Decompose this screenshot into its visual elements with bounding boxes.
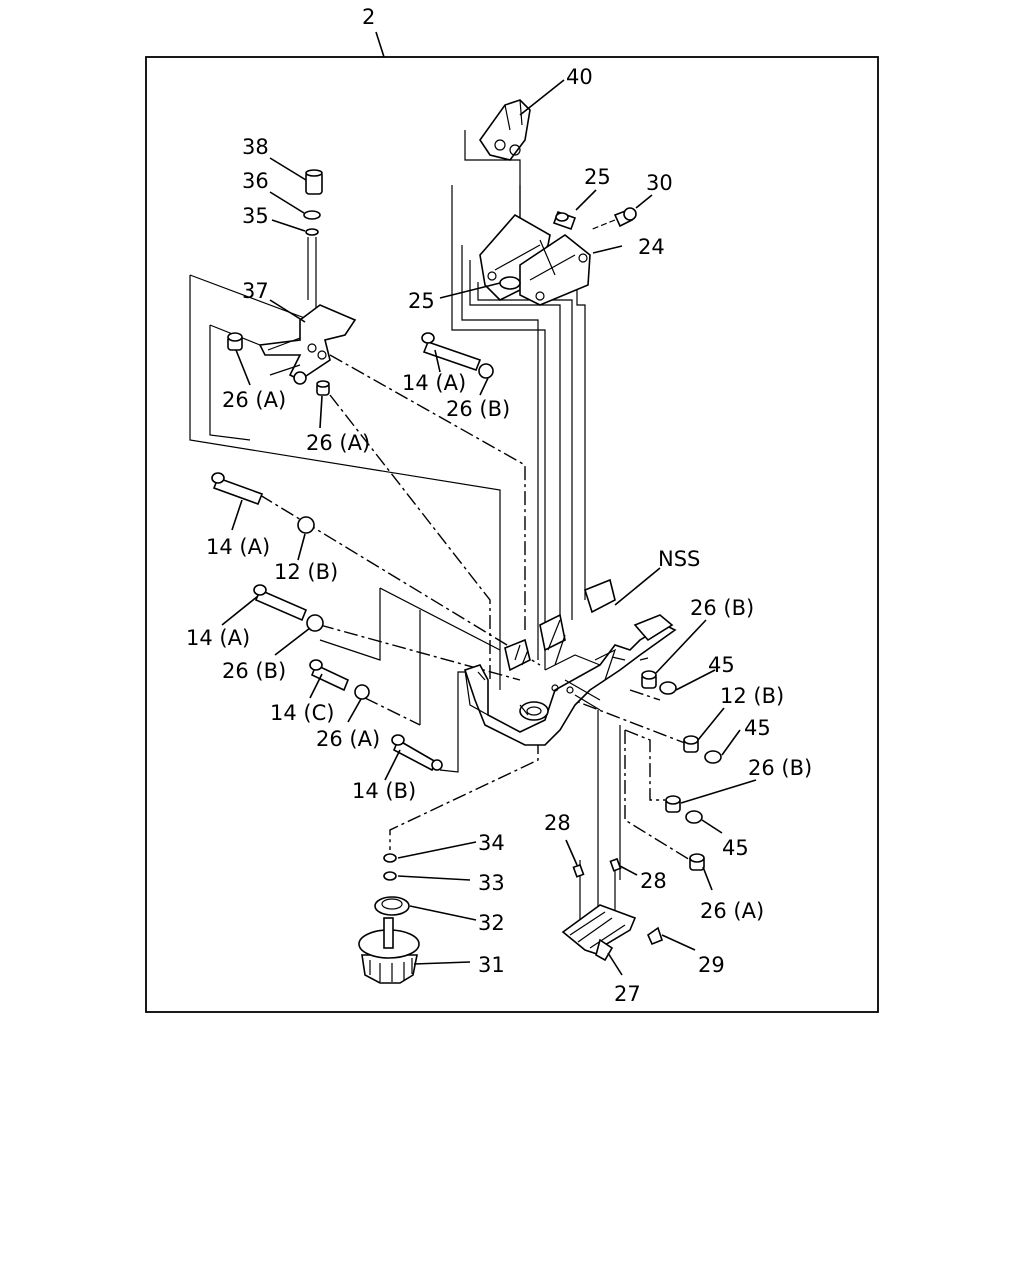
callout-26a3: 26 (A) xyxy=(316,727,380,751)
seal-32 xyxy=(374,896,410,916)
callout-26a4: 26 (A) xyxy=(700,899,764,923)
washer-34 xyxy=(383,853,397,863)
callout-31: 31 xyxy=(478,953,505,977)
callout-nss: NSS xyxy=(658,547,700,571)
callout-36: 36 xyxy=(242,169,269,193)
callout-25b: 25 xyxy=(408,289,435,313)
assembly-lines xyxy=(189,130,691,930)
knob-31 xyxy=(358,917,420,984)
bracket-37 xyxy=(258,304,357,385)
leader-lines xyxy=(221,79,757,976)
callout-27: 27 xyxy=(614,982,641,1006)
callout-14a2: 14 (A) xyxy=(206,535,270,559)
callout-40: 40 xyxy=(566,65,593,89)
callout-14b: 14 (B) xyxy=(352,779,416,803)
washer-35 xyxy=(305,228,319,236)
bolt-30 xyxy=(589,207,637,231)
callout-14a1: 14 (A) xyxy=(402,371,466,395)
callout-26b1: 26 (B) xyxy=(446,397,510,421)
callout-26a2: 26 (A) xyxy=(306,431,370,455)
callout-28a: 28 xyxy=(544,811,571,835)
callout-26b4: 26 (B) xyxy=(748,756,812,780)
callout-26b3: 26 (B) xyxy=(222,659,286,683)
main-frame-nss xyxy=(463,578,677,746)
bushing-26a-1 xyxy=(227,332,243,351)
pin-14c xyxy=(309,659,370,700)
spring-28a xyxy=(572,863,585,878)
pin-14b xyxy=(391,734,443,772)
pin-14a-2 xyxy=(211,472,315,534)
bushing-12b-2 xyxy=(683,735,699,753)
callout-24: 24 xyxy=(638,235,665,259)
bushing-38 xyxy=(305,169,323,195)
latch-27 xyxy=(561,904,637,962)
clip-29 xyxy=(647,926,663,946)
pin-14a-1 xyxy=(421,332,494,379)
callout-30: 30 xyxy=(646,171,673,195)
callout-labels: 2 40 38 36 35 25 30 24 25 37 14 (A) 26 (… xyxy=(186,5,812,1006)
callout-38: 38 xyxy=(242,135,269,159)
callout-28b: 28 xyxy=(640,869,667,893)
washer-45-1 xyxy=(659,681,677,695)
callout-34: 34 xyxy=(478,831,505,855)
washer-45-2 xyxy=(704,750,722,764)
callout-2: 2 xyxy=(362,5,375,29)
callout-45c: 45 xyxy=(722,836,749,860)
callout-12b2: 12 (B) xyxy=(720,684,784,708)
hinge-24 xyxy=(479,213,591,306)
spring-28b xyxy=(609,857,622,872)
pin-25 xyxy=(552,210,577,231)
callout-35: 35 xyxy=(242,204,269,228)
callout-33: 33 xyxy=(478,871,505,895)
callout-45b: 45 xyxy=(744,716,771,740)
bracket-40 xyxy=(479,99,531,161)
callout-45a: 45 xyxy=(708,653,735,677)
washer-33 xyxy=(383,871,397,881)
callout-25a: 25 xyxy=(584,165,611,189)
bushing-26a-4 xyxy=(689,853,705,871)
pin-14a-3 xyxy=(253,584,324,632)
callout-14c: 14 (C) xyxy=(270,701,334,725)
callout-26a1: 26 (A) xyxy=(222,388,286,412)
bushing-26b-2 xyxy=(641,670,657,689)
callout-29: 29 xyxy=(698,953,725,977)
bushing-26a-2 xyxy=(316,380,330,396)
ring-36 xyxy=(303,210,321,220)
callout-37: 37 xyxy=(242,279,269,303)
bushing-26b-4 xyxy=(665,795,681,813)
diagram-frame xyxy=(145,56,879,1013)
callout-32: 32 xyxy=(478,911,505,935)
callout-12b1: 12 (B) xyxy=(274,560,338,584)
washer-45-3 xyxy=(685,810,703,824)
callout-14a3: 14 (A) xyxy=(186,626,250,650)
callout-26b2: 26 (B) xyxy=(690,596,754,620)
